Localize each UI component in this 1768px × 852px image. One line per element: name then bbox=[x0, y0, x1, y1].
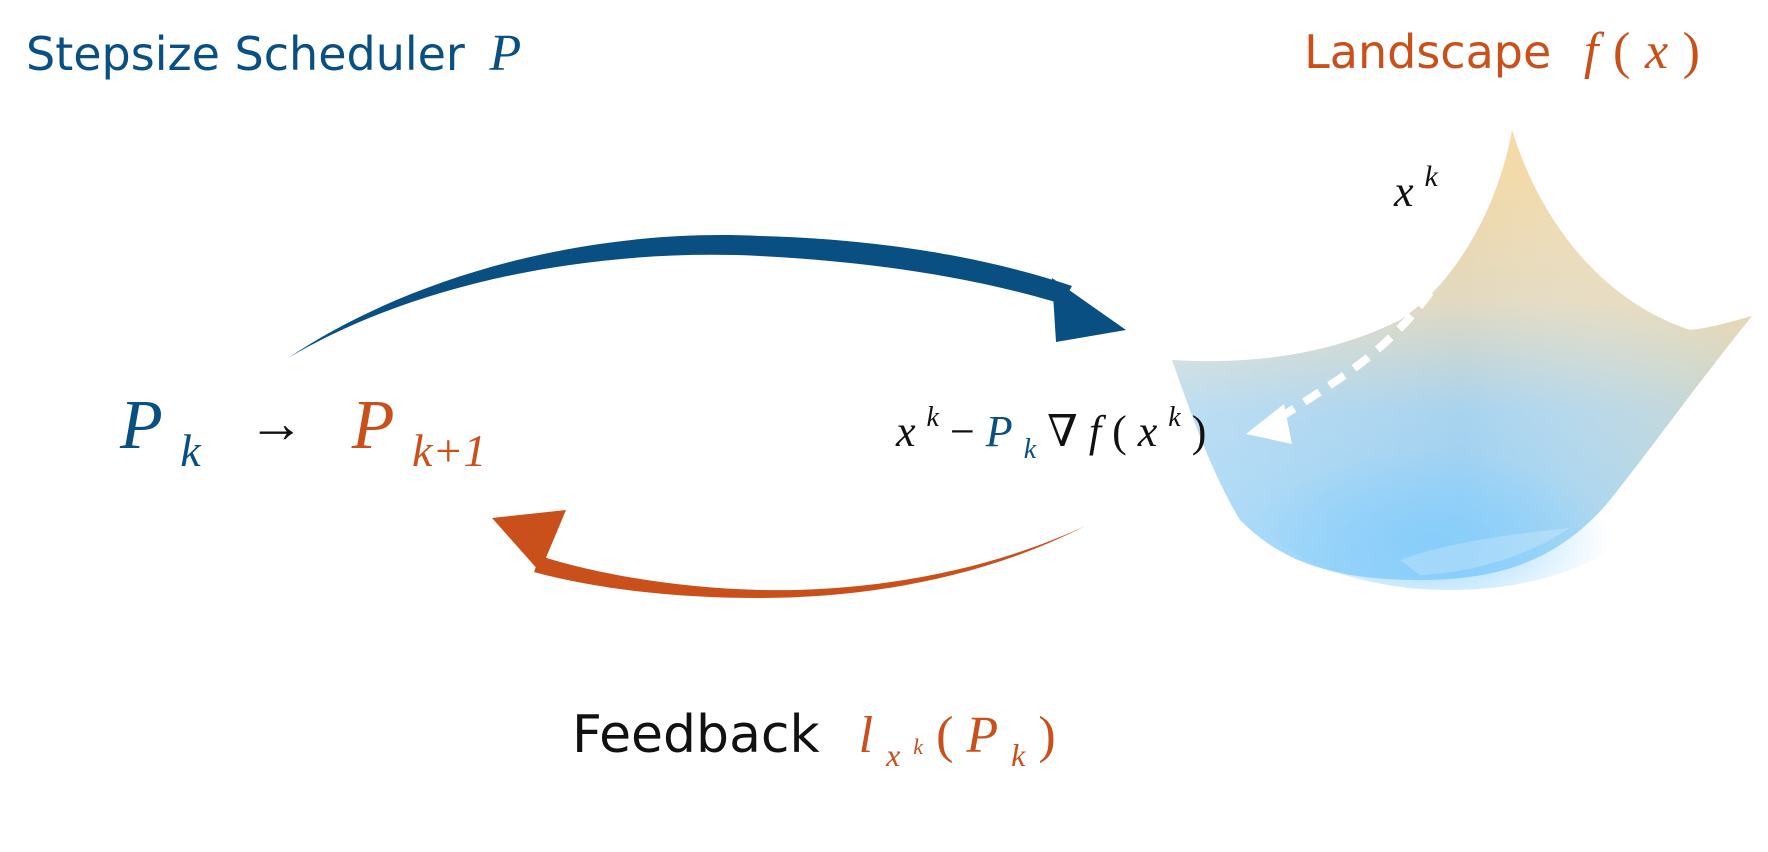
feedback-close: ) bbox=[1038, 707, 1055, 764]
update-rule-x: x bbox=[895, 407, 916, 456]
update-rule-inner-sup: k bbox=[1168, 402, 1181, 433]
feedback-text: Feedback bbox=[572, 705, 820, 765]
feedback-l: l bbox=[859, 707, 873, 764]
update-rule-f: f bbox=[1089, 407, 1107, 456]
update-rule-close: ) bbox=[1192, 407, 1207, 456]
iterate-label-sup: k bbox=[1425, 160, 1439, 193]
feedback-p-sub: k bbox=[1011, 737, 1026, 773]
scheduler-title-symbol: P bbox=[488, 25, 521, 82]
update-rule-open: ( bbox=[1112, 407, 1127, 456]
scheduler-update: P k → P k+1 bbox=[119, 381, 486, 482]
dashed-descent-arrow-icon bbox=[1260, 210, 1474, 432]
update-rule-x-sup: k bbox=[927, 402, 940, 433]
feedback-p: P bbox=[965, 707, 998, 764]
loss-landscape-surface bbox=[1172, 130, 1752, 590]
feedback-x: x bbox=[885, 737, 900, 773]
update-rule-p: P bbox=[985, 407, 1013, 456]
curved-arrow-right-icon bbox=[288, 235, 1126, 358]
landscape-title-f: f bbox=[1584, 23, 1605, 80]
curved-arrow-left-icon bbox=[492, 510, 1085, 598]
arrow-icon: → bbox=[248, 393, 304, 455]
feedback-label: Feedback l x k ( P k ) bbox=[572, 705, 1056, 778]
scheduler-title-text: Stepsize Scheduler bbox=[26, 27, 465, 81]
next-stepsize-subscript: k+1 bbox=[412, 425, 486, 476]
landscape-title-text: Landscape bbox=[1304, 25, 1551, 79]
landscape-title: Landscape f ( x ) bbox=[1304, 23, 1700, 80]
landscape-title-open: ( bbox=[1613, 23, 1630, 80]
update-rule-nabla: ∇ bbox=[1047, 407, 1078, 456]
update-rule-minus: − bbox=[950, 407, 975, 456]
current-stepsize: P bbox=[119, 387, 163, 464]
update-rule-inner-x: x bbox=[1137, 407, 1158, 456]
landscape-title-close: ) bbox=[1683, 23, 1700, 80]
descent-arrowhead-icon bbox=[1246, 404, 1292, 444]
feedback-open: ( bbox=[936, 707, 953, 764]
iterate-label-base: x bbox=[1393, 167, 1414, 216]
current-stepsize-subscript: k bbox=[180, 425, 202, 476]
iterate-label: x k bbox=[1393, 160, 1439, 216]
update-rule: x k − P k ∇ f ( x k ) bbox=[895, 387, 1206, 468]
landscape-title-x: x bbox=[1644, 23, 1668, 80]
update-rule-p-sub: k bbox=[1024, 434, 1037, 465]
scheduler-title: Stepsize Scheduler P bbox=[26, 25, 521, 82]
next-stepsize: P bbox=[351, 387, 395, 464]
feedback-k: k bbox=[913, 734, 924, 759]
